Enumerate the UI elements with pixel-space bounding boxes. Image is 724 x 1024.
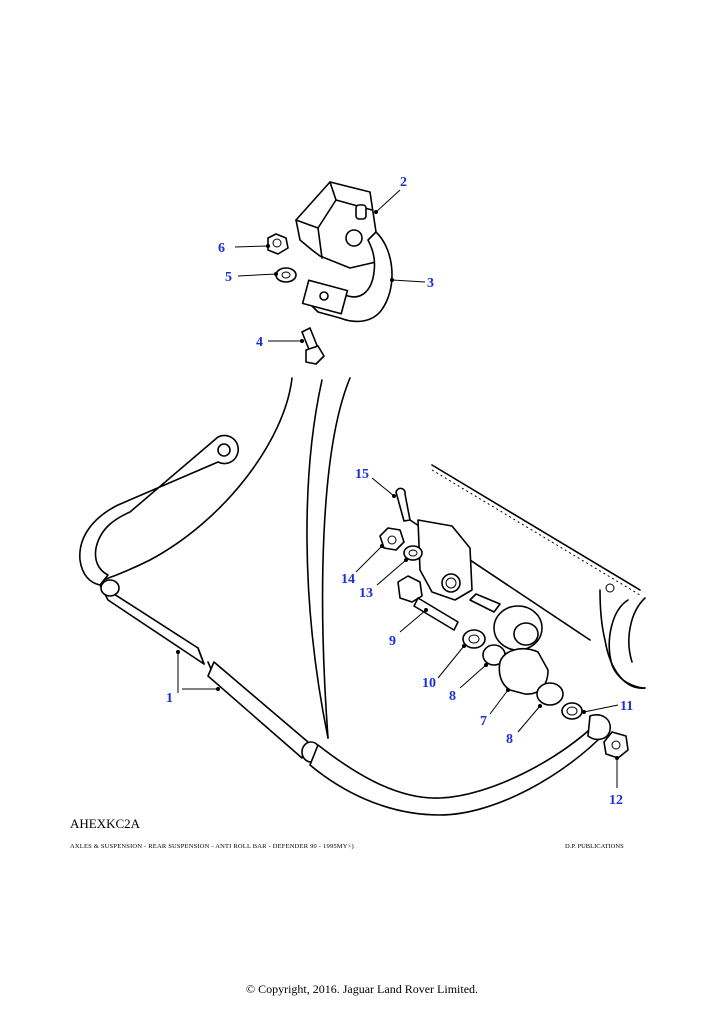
bolt-4 (301, 327, 325, 365)
bush-clamp (295, 181, 377, 269)
diagram-caption: AXLES & SUSPENSION - REAR SUSPENSION - A… (70, 843, 354, 850)
callout-12[interactable]: 12 (609, 793, 623, 808)
axle-casing (409, 464, 646, 689)
callout-14[interactable]: 14 (341, 572, 355, 587)
anti-roll-bar (79, 434, 611, 816)
nut-6 (267, 233, 289, 255)
callout-5[interactable]: 5 (225, 270, 232, 285)
publisher-label: D.P. PUBLICATIONS (565, 843, 624, 850)
callout-15[interactable]: 15 (355, 467, 369, 482)
drop-link-assembly (379, 487, 629, 759)
callout-4[interactable]: 4 (256, 335, 263, 350)
callout-8-upper[interactable]: 8 (449, 689, 456, 704)
callout-7[interactable]: 7 (480, 714, 487, 729)
callout-9[interactable]: 9 (389, 634, 396, 649)
diagram-reference-code: AHEXKC2A (70, 816, 141, 831)
callout-8-lower[interactable]: 8 (506, 732, 513, 747)
callout-2[interactable]: 2 (400, 175, 407, 190)
leader-lines (176, 189, 619, 788)
callouts: 1 2 3 4 5 6 7 8 8 9 10 11 12 13 14 15 (166, 175, 633, 808)
washer-5 (275, 267, 297, 283)
callout-13[interactable]: 13 (359, 586, 373, 601)
copyright-footer: © Copyright, 2016. Jaguar Land Rover Lim… (245, 982, 479, 996)
body-outline (97, 377, 351, 739)
callout-10[interactable]: 10 (422, 676, 436, 691)
u-bracket (301, 231, 393, 323)
callout-1[interactable]: 1 (166, 691, 173, 706)
callout-6[interactable]: 6 (218, 241, 225, 256)
callout-11[interactable]: 11 (620, 699, 633, 714)
callout-3[interactable]: 3 (427, 276, 434, 291)
